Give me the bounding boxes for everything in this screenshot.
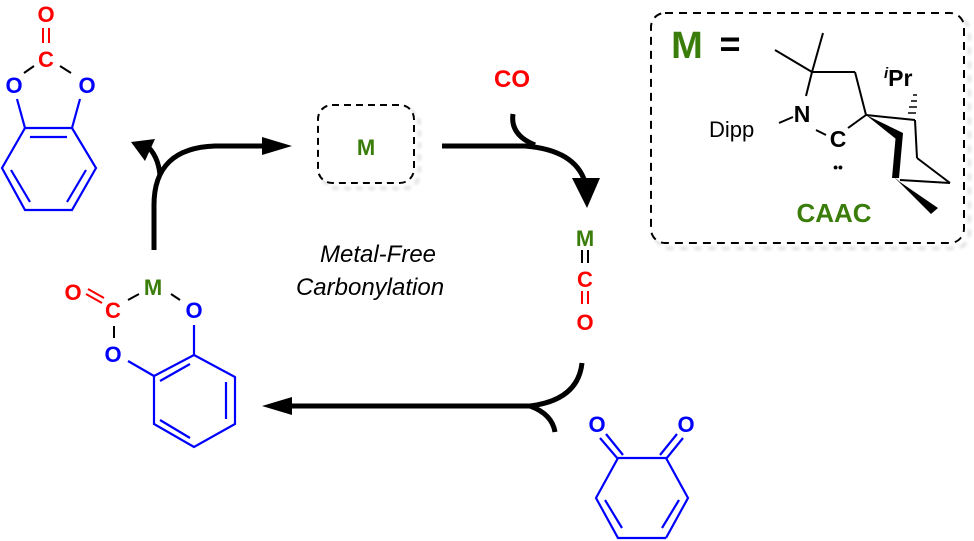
quinone-o-left: O <box>588 412 605 437</box>
cycle-arrow-top-left <box>144 143 262 250</box>
caac-hash-bond <box>908 94 917 114</box>
legend-box <box>650 12 965 244</box>
legend-equals: = <box>719 23 740 64</box>
metallacycle-c: C <box>105 298 121 323</box>
arrowhead-to-product <box>131 139 155 161</box>
arrowhead-to-metallacycle <box>262 397 292 415</box>
product-o-top: O <box>37 2 54 27</box>
legend-caac: CAAC <box>796 198 871 228</box>
legend-lone-pair: •• <box>833 159 843 175</box>
catalyst-box <box>317 104 415 184</box>
legend-ipr: iPr <box>884 65 913 91</box>
legend-m-label: M <box>671 25 703 67</box>
metallacycle-o-left: O <box>104 342 121 367</box>
mco-o: O <box>576 310 593 335</box>
caption-line2: Carbonylation <box>296 274 444 301</box>
mco-m: M <box>576 226 594 251</box>
reagent-o-benzoquinone: O O <box>588 412 695 540</box>
arrowhead-to-catalyst <box>262 137 292 155</box>
metallacycle-o-exo: O <box>64 280 81 305</box>
metallacycle-m: M <box>144 275 162 300</box>
product-c: C <box>38 47 54 72</box>
caac-wedges <box>866 115 938 214</box>
caac-structure <box>774 32 951 184</box>
legend-carbene-c: C <box>830 126 847 152</box>
metallacycle-o-right: O <box>185 298 202 323</box>
product-o-right: O <box>78 73 95 98</box>
mco-c: C <box>577 267 593 292</box>
benzene-ring <box>0 98 98 212</box>
quinone-o-right: O <box>677 412 694 437</box>
product-catechol-carbonate: O C O O <box>0 2 98 212</box>
intermediate-mco: M C O <box>576 226 594 335</box>
reagent-co: CO <box>494 66 530 93</box>
cycle-arrow-top-right <box>442 113 588 183</box>
caption-line1: Metal-Free <box>320 241 436 268</box>
catalyst-m-label: M <box>357 135 375 160</box>
arrowhead-to-mco <box>572 178 600 208</box>
product-o-left: O <box>5 73 22 98</box>
legend-dipp: Dipp <box>709 117 754 142</box>
legend-n: N <box>794 101 811 127</box>
intermediate-metallacycle: O C M O O <box>64 275 237 449</box>
cycle-arrow-bottom <box>290 362 585 433</box>
